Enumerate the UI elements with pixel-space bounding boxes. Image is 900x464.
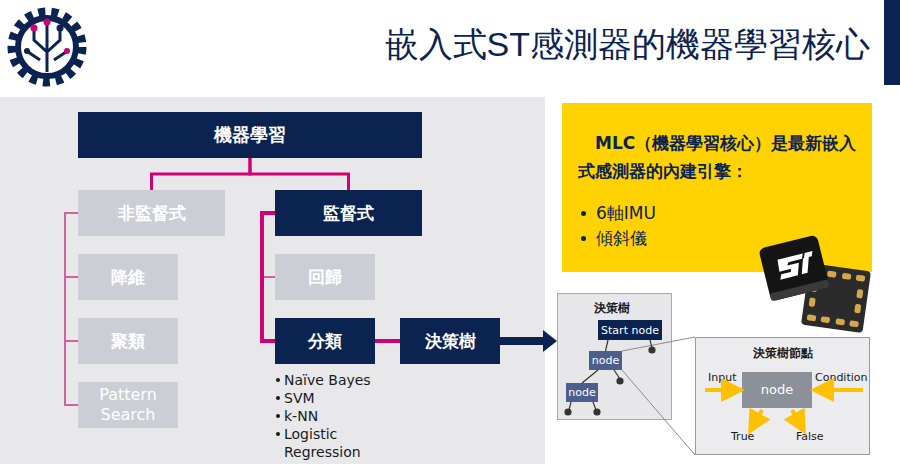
chip-pad (807, 314, 817, 321)
connector-line (262, 213, 275, 341)
node-text: 降維 (111, 267, 145, 287)
text-label: Naïve Bayes (284, 371, 376, 389)
node-text: 回歸 (308, 267, 342, 287)
tree-node: node (589, 351, 622, 370)
connector-line (65, 213, 78, 277)
chip-body (801, 263, 871, 333)
gear-ring (18, 18, 76, 76)
connector-line (65, 213, 78, 341)
node-text: node (592, 354, 619, 367)
bullet-dot (276, 378, 280, 382)
node-text: MLC（機器學習核心）是最新嵌入式感測器的內建引擎： (578, 129, 862, 185)
connector (262, 213, 275, 341)
connector (250, 158, 349, 190)
circuit-dot (57, 25, 64, 32)
chip-pad (842, 273, 852, 280)
bullet-dot (276, 432, 280, 436)
connector-line (500, 337, 546, 345)
method-box: Pattern Search (78, 382, 178, 428)
node-text: 監督式 (323, 203, 374, 223)
chip-pad (820, 316, 830, 323)
connector-line (152, 158, 251, 190)
circuit-dot (44, 19, 51, 26)
text-label: Input (708, 371, 736, 384)
node-text: node (568, 386, 595, 399)
text-label: Logistic Regression (284, 425, 376, 461)
method-box: 降維 (78, 254, 178, 300)
category-box: 非監督式 (78, 190, 225, 236)
sensor-chip (801, 263, 871, 333)
accent-bar (884, 0, 900, 85)
text-label: k-NN (284, 407, 376, 425)
connector (65, 213, 78, 277)
connector (375, 341, 400, 342)
bullet-dot (276, 396, 280, 400)
chip-pad (856, 275, 866, 282)
method-box: 分類 (275, 318, 375, 364)
category-box: 監督式 (275, 190, 422, 236)
node-text: 決策樹節點 (696, 345, 869, 362)
connector (262, 213, 275, 277)
connector-line (262, 213, 275, 277)
chip-edge (769, 279, 829, 301)
root-box: 機器學習 (78, 112, 422, 158)
bullet-dot (581, 236, 586, 241)
node-text: 機器學習 (214, 125, 286, 145)
chip-pads (807, 269, 866, 328)
text-label: SVM (284, 389, 376, 407)
node-text: 決策樹 (425, 331, 476, 351)
circuit-dot (64, 48, 70, 54)
chip-pad (854, 304, 861, 314)
connector-line (65, 213, 78, 405)
page-title: 嵌入式ST感測器的機器學習核心 (385, 24, 870, 64)
method-box: 聚類 (78, 318, 178, 364)
chip-pad (849, 320, 859, 327)
text-label: True (731, 430, 754, 443)
chip-pad (856, 289, 863, 299)
tree-node: node (566, 383, 598, 402)
connector (152, 158, 251, 190)
gear-teeth (12, 12, 82, 82)
connector (500, 330, 557, 352)
tree-panel: 決策樹 Start node node node (557, 293, 672, 420)
chip-pad (809, 297, 816, 307)
connector-line (250, 158, 349, 190)
connector (65, 213, 78, 405)
node-text: node (761, 380, 793, 400)
chip-pad (811, 282, 818, 292)
circuit-dot (24, 48, 30, 54)
connector (65, 213, 78, 341)
bullet-dot (276, 414, 280, 418)
tree-node: Start node (598, 320, 662, 340)
node-text: 傾斜儀 (596, 226, 862, 251)
arrow-head (543, 330, 557, 352)
node-panel: 決策樹節點 node (695, 337, 870, 455)
circuit-dot (31, 25, 38, 32)
bullet-dot (581, 211, 586, 216)
circuit-tree (28, 24, 66, 72)
tree-node: node (742, 372, 812, 408)
method-box: 回歸 (275, 254, 375, 300)
node-text: 6軸IMU (596, 201, 862, 226)
node-text: 分類 (308, 331, 342, 351)
gear-logo (12, 12, 82, 82)
text-label: Condition (815, 371, 868, 384)
node-text: 聚類 (111, 331, 145, 351)
node-text: Start node (601, 324, 659, 337)
note-box: MLC（機器學習核心）是最新嵌入式感測器的內建引擎： 6軸IMU傾斜儀 (562, 103, 872, 272)
node-text: 非監督式 (118, 203, 186, 223)
node-text: Pattern Search (78, 385, 178, 425)
chip-pad (835, 318, 845, 325)
text-label: False (796, 430, 824, 443)
node-text: 決策樹 (594, 300, 630, 317)
method-box: 決策樹 (400, 318, 500, 364)
connector-line (375, 339, 400, 343)
